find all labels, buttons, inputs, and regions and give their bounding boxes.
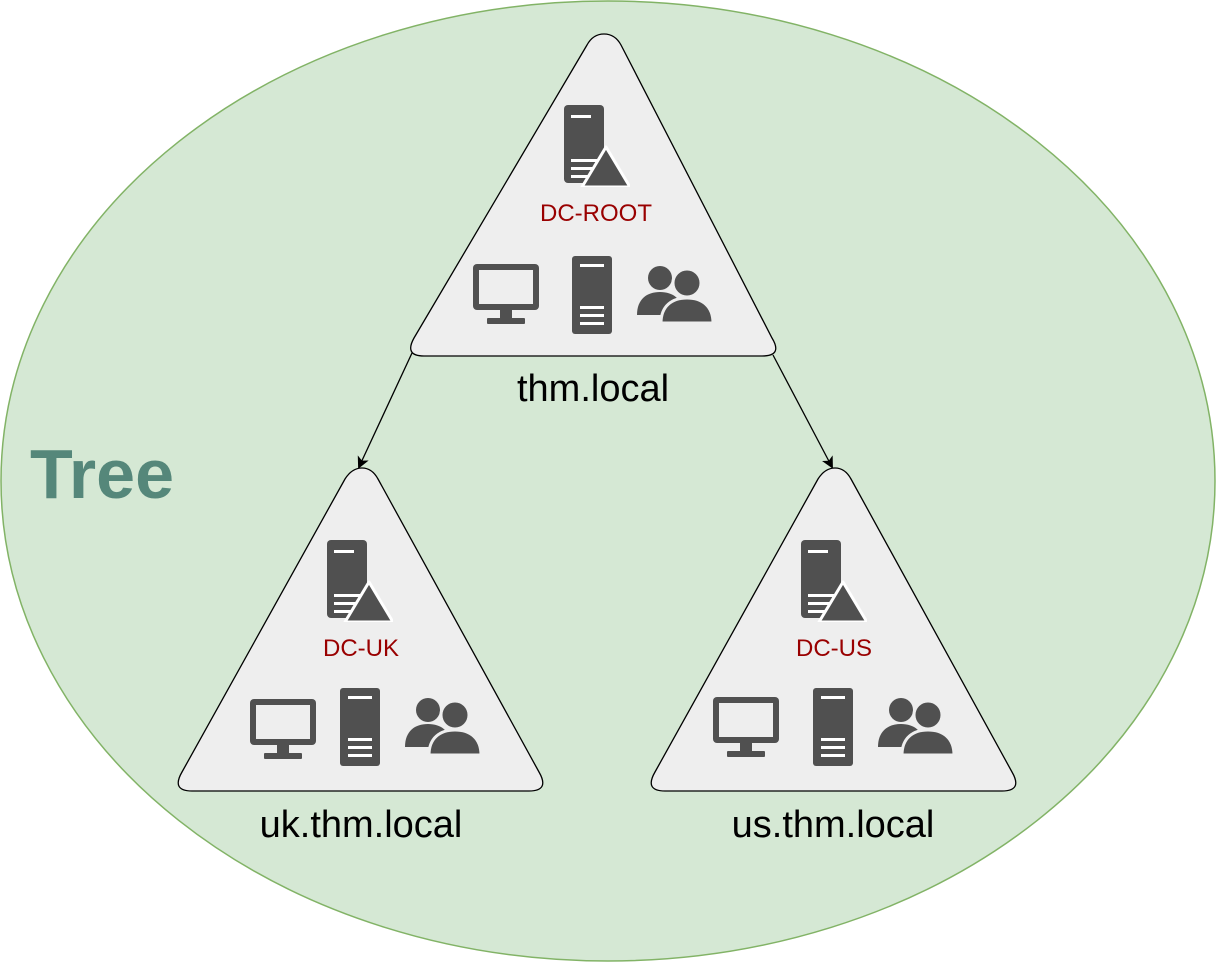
server-icon	[813, 688, 853, 766]
dc-label: DC-US	[796, 635, 872, 662]
domain-node-us: DC-US us.thm.local	[650, 467, 1017, 846]
dc-label: DC-ROOT	[540, 200, 652, 227]
server-icon	[340, 688, 380, 766]
edge-root-to-us	[772, 354, 833, 469]
domain-name: us.thm.local	[732, 804, 935, 846]
domain-name: thm.local	[517, 368, 669, 410]
domain-node-root: DC-ROOT thm.local	[410, 33, 777, 410]
server-icon	[572, 256, 612, 334]
edge-root-to-uk	[357, 352, 413, 469]
tree-title: Tree	[30, 435, 174, 513]
dc-label: DC-UK	[323, 635, 399, 662]
domain-node-uk: DC-UK uk.thm.local	[177, 467, 544, 846]
domain-name: uk.thm.local	[260, 804, 463, 846]
